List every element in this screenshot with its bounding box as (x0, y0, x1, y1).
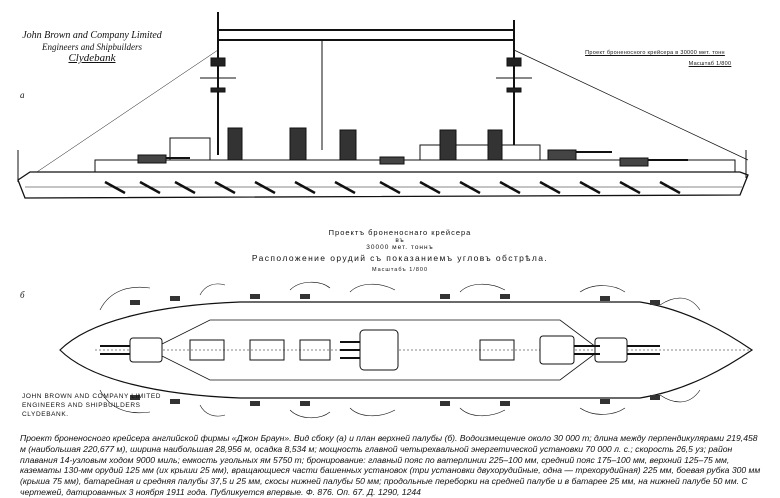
top-left-firm-label: John Brown and Company Limited Engineers… (22, 30, 162, 64)
panel-label-a: а (20, 90, 25, 100)
top-right-note-scale: Масштаб 1/800 (688, 61, 732, 67)
plan-title-block: Проектъ броненоснаго крейсера въ 30000 м… (240, 228, 560, 273)
firm-location-2: Clydebank. (22, 410, 69, 418)
firm-name-2: John Brown and Company Limited (22, 393, 162, 400)
firm-trade-2: Engineers and Shipbuilders (22, 401, 141, 409)
panel-label-b: б (20, 290, 25, 300)
plan-title-tonnage: 30000 мет. тоннъ (366, 244, 434, 251)
plan-title: Проектъ броненоснаго крейсера (328, 228, 472, 237)
firm-location: Clydebank (68, 51, 116, 64)
plan-title-preposition: въ (395, 237, 405, 244)
top-right-note-title: Проект броненосного крейсера в 30000 мет… (585, 50, 725, 56)
deck-plan-drawing (59, 281, 754, 419)
side-elevation-drawing (17, 12, 749, 199)
bottom-left-firm-label: John Brown and Company Limited Engineers… (22, 393, 162, 419)
plan-scale: Масштабъ 1/800 (371, 267, 429, 273)
plan-subtitle: Расположение орудий съ показаниемъ углов… (251, 253, 549, 263)
figure-caption: Проект броненосного крейсера английской … (20, 433, 761, 497)
firm-trade: Engineers and Shipbuilders (42, 41, 142, 52)
top-right-note: Проект броненосного крейсера в 30000 мет… (560, 50, 750, 67)
firm-name: John Brown and Company Limited (22, 30, 162, 41)
